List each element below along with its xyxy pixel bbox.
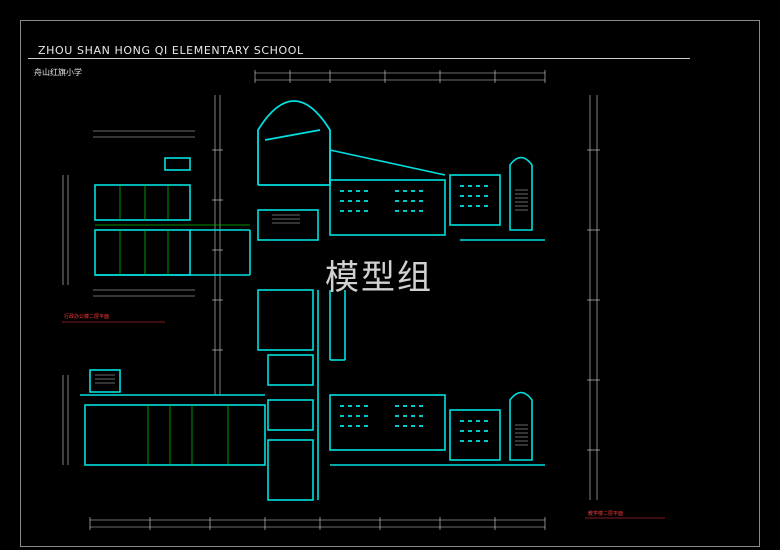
stairs [95, 189, 528, 446]
lower-left-wing [80, 369, 266, 466]
drawing-subtitle-cn: 舟山红旗小学 [34, 68, 82, 77]
drawing-title: ZHOU SHAN HONG QI ELEMENTARY SCHOOL [38, 44, 304, 57]
office-block-plan [94, 157, 251, 276]
upper-classroom-wing [329, 149, 545, 241]
hall-apse [257, 100, 331, 186]
drawing-frame [20, 20, 760, 547]
upper-desks [340, 185, 488, 212]
office-block-label: 行政办公楼二层平面 [64, 314, 110, 320]
title-underline [28, 58, 690, 59]
lower-left-partitions [147, 405, 229, 465]
teaching-block-label: 教学楼二层平面 [588, 511, 624, 517]
lower-desks [340, 405, 488, 442]
dimension-lines [62, 72, 598, 528]
central-spine [257, 209, 346, 501]
dimension-ticks [89, 70, 600, 530]
office-block-partitions [95, 185, 250, 275]
label-underlines [62, 321, 665, 519]
lower-classroom-wing [329, 391, 545, 466]
watermark-text: 模型组 [325, 258, 433, 298]
